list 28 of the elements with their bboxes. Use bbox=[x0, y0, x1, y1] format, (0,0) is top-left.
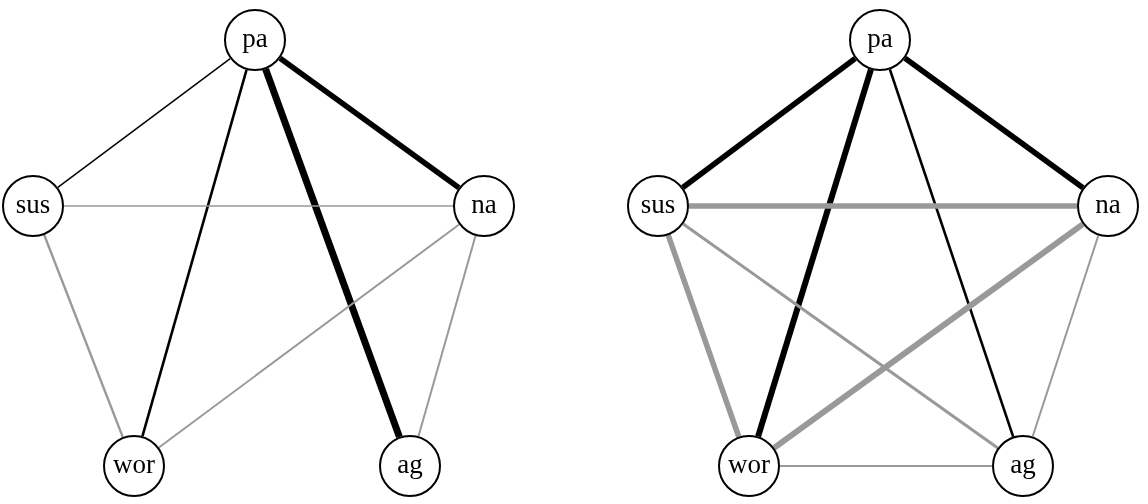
connector-line bbox=[681, 56, 857, 190]
node-circle: ag bbox=[992, 435, 1054, 497]
connector-line bbox=[689, 203, 1077, 209]
connector-line bbox=[63, 205, 454, 207]
node-circle: na bbox=[453, 175, 515, 237]
connector-line bbox=[141, 69, 248, 437]
node-circle: na bbox=[1077, 175, 1139, 237]
node-circle: wor bbox=[718, 435, 780, 497]
connector-line bbox=[903, 56, 1085, 190]
node-circle: wor bbox=[103, 435, 165, 497]
node-circle: ag bbox=[379, 435, 441, 497]
connector-line bbox=[665, 234, 742, 438]
connector-line bbox=[888, 68, 1015, 438]
node-circle: sus bbox=[2, 175, 64, 237]
connector-line bbox=[682, 222, 999, 450]
node-circle: pa bbox=[849, 9, 911, 71]
node-circle: sus bbox=[627, 175, 689, 237]
connector-line bbox=[43, 234, 124, 438]
connector-line bbox=[772, 221, 1085, 451]
connector-line bbox=[57, 57, 231, 189]
connector-line bbox=[157, 223, 461, 449]
connector-line bbox=[278, 55, 461, 191]
connector-line bbox=[779, 465, 993, 467]
node-circle: pa bbox=[224, 9, 286, 71]
connector-line bbox=[417, 234, 477, 438]
connector-line bbox=[755, 68, 874, 438]
connector-line bbox=[262, 67, 403, 439]
connector-line bbox=[1031, 234, 1100, 438]
